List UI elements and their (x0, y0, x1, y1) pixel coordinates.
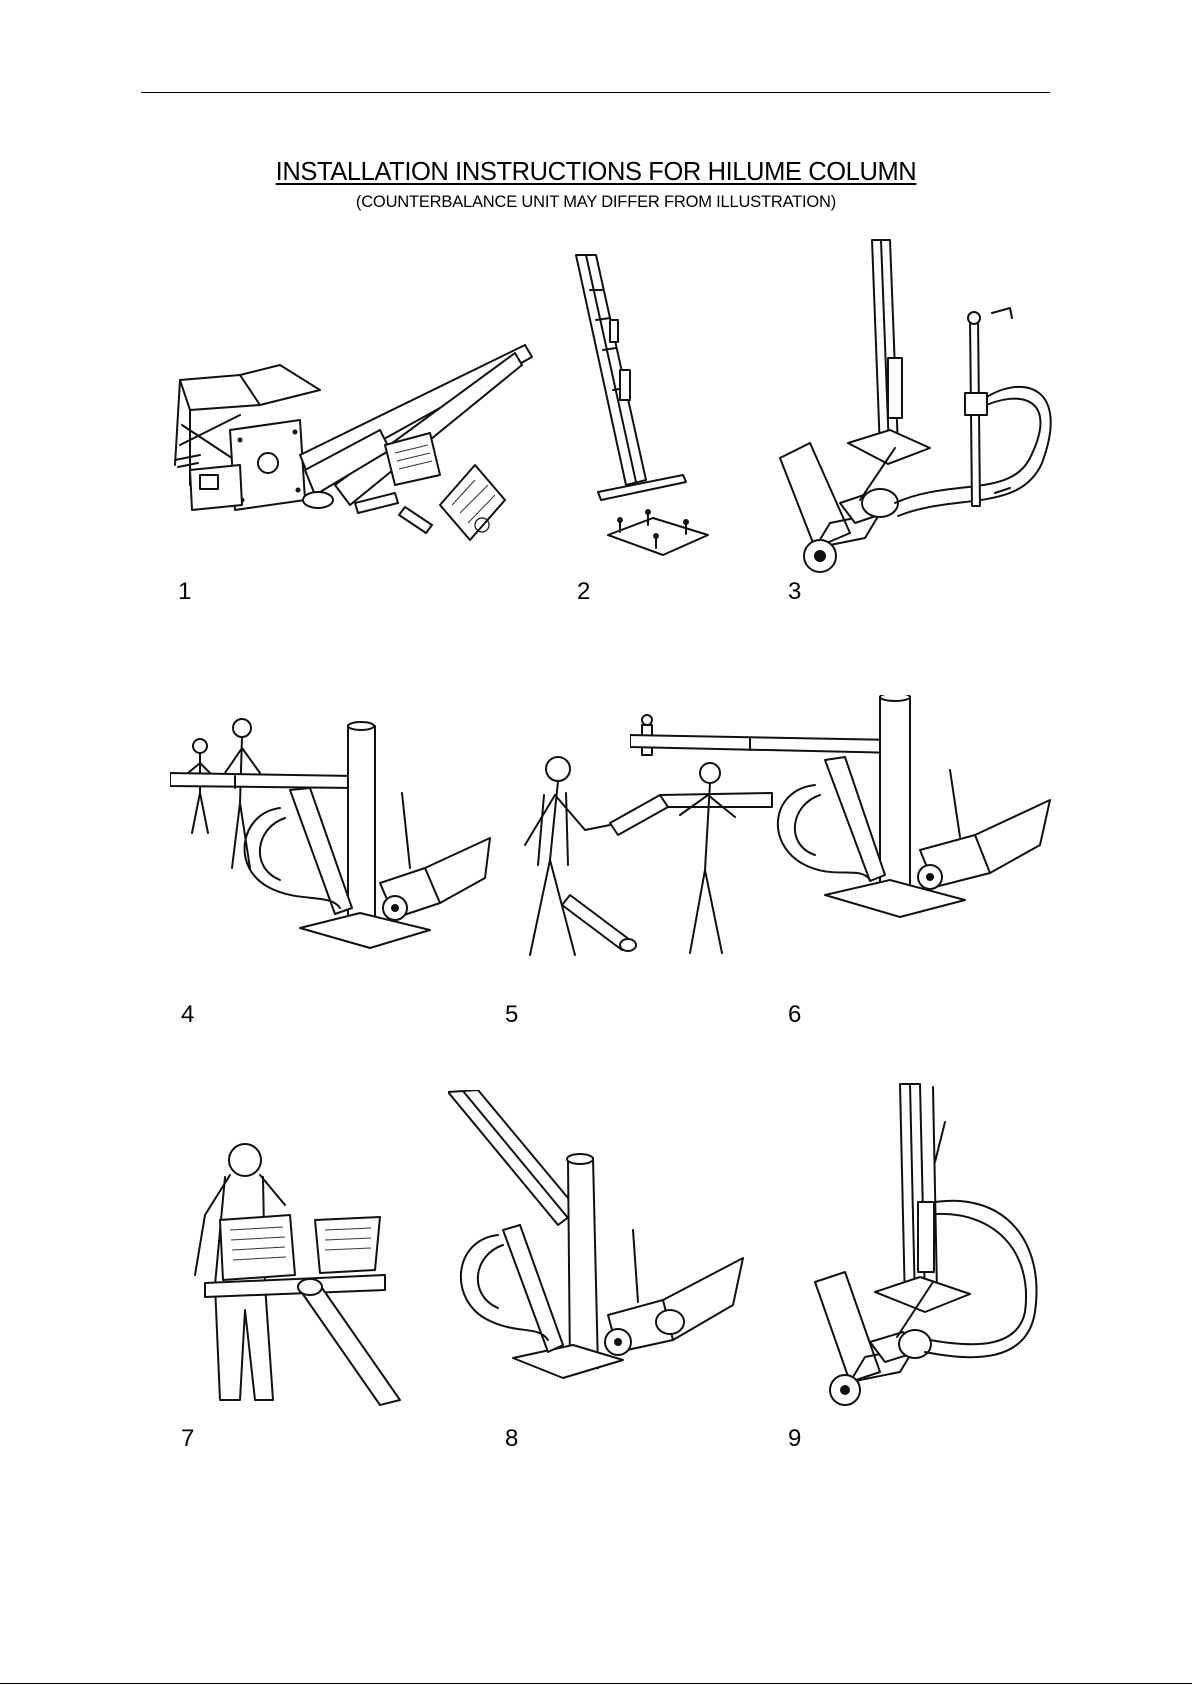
step-2-number: 2 (577, 578, 590, 606)
page-title: INSTALLATION INSTRUCTIONS FOR HILUME COL… (0, 158, 1192, 187)
step-6-illustration (630, 695, 1055, 930)
step-2-illustration (568, 250, 718, 570)
step-7-number: 7 (181, 1425, 194, 1453)
step-7-illustration (185, 1135, 410, 1410)
step-9-number: 9 (788, 1425, 801, 1453)
step-4-number: 4 (181, 1001, 194, 1029)
step-5-number: 5 (505, 1001, 518, 1029)
step-4-illustration (170, 718, 500, 958)
page-subtitle: (COUNTERBALANCE UNIT MAY DIFFER FROM ILL… (0, 193, 1192, 212)
step-3-illustration (770, 238, 1055, 578)
step-3-number: 3 (788, 578, 801, 606)
footer-rule (0, 1683, 1192, 1684)
step-6-number: 6 (788, 1001, 801, 1029)
step-1-illustration (170, 335, 545, 560)
step-9-illustration (805, 1082, 1050, 1412)
step-1-number: 1 (178, 578, 191, 606)
step-8-number: 8 (505, 1425, 518, 1453)
step-8-illustration (448, 1090, 748, 1390)
header-rule (141, 92, 1050, 93)
